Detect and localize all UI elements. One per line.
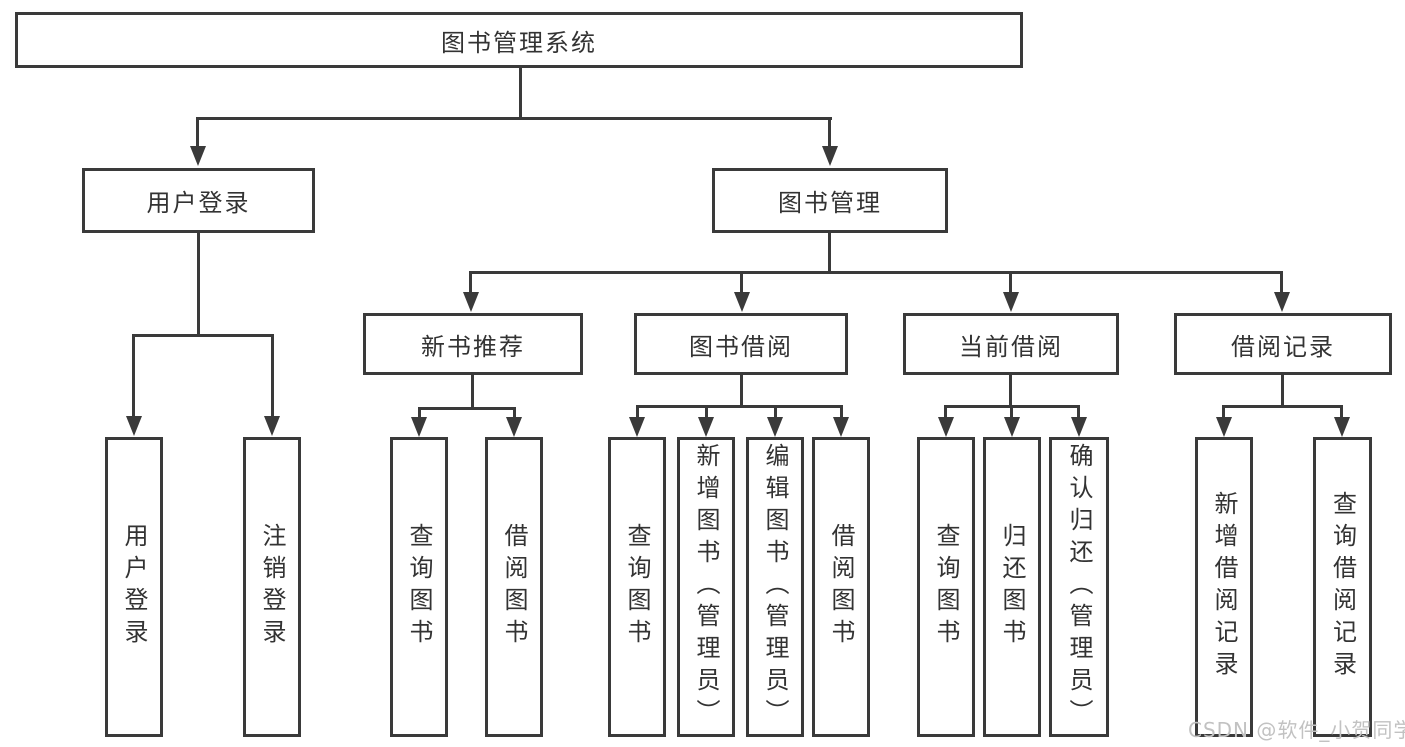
connector-drop-book-management [828,117,831,148]
leaf-query-books-borrow: 查询图书 [608,437,666,737]
node-root-library-system: 图书管理系统 [15,12,1023,68]
connector-drop-current-borrow [1009,271,1012,293]
connector-root-stem [519,68,522,120]
arrowhead-borrow-recommend [506,417,522,437]
node-new-book-recommend: 新书推荐 [363,313,583,375]
connector-drop-add-record [1222,405,1225,419]
leaf-query-books-current: 查询图书 [917,437,975,737]
connector-records-stem [1281,375,1284,408]
leaf-confirm-return-admin: 确认归还（管理员） [1049,437,1109,737]
connector-drop-book-borrow [740,271,743,293]
arrowhead-query-record [1334,417,1350,437]
arrowhead-add-record [1216,417,1232,437]
connector-drop-query-record [1340,405,1343,419]
connector-drop-query-current [944,405,947,419]
leaf-borrow-books-recommend: 借阅图书 [485,437,543,737]
connector-drop-borrow-records [1280,271,1283,293]
arrowhead-current-borrow [1003,292,1019,312]
leaf-user-login: 用户登录 [105,437,163,737]
connector-drop-confirm-return [1077,405,1080,419]
connector-newbook-stem [471,375,474,410]
arrowhead-query-current [938,417,954,437]
arrowhead-borrow-records [1274,292,1290,312]
connector-login-stem [197,233,200,337]
connector-newbook-rail [418,407,516,410]
connector-drop-borrow-recommend [513,407,516,419]
connector-borrow-rail [636,405,843,408]
arrowhead-new-book [463,292,479,312]
arrowhead-book-management [822,146,838,166]
arrowhead-edit-books [767,417,783,437]
arrowhead-leaf-logout [264,416,280,436]
connector-login-rail [132,334,274,337]
arrowhead-borrow-books [833,417,849,437]
leaf-logout: 注销登录 [243,437,301,737]
connector-drop-new-book [469,271,472,293]
connector-drop-leaf-user-login [132,334,135,416]
node-current-borrow: 当前借阅 [903,313,1119,375]
connector-drop-edit-books [774,405,777,419]
arrowhead-book-borrow [734,292,750,312]
arrowhead-return-books [1004,417,1020,437]
connector-borrow-stem [740,375,743,408]
connector-current-stem [1009,375,1012,408]
leaf-query-borrow-record: 查询借阅记录 [1313,437,1372,737]
node-borrow-records: 借阅记录 [1174,313,1392,375]
connector-level3-rail [469,271,1283,274]
connector-mgmt-stem [828,233,831,274]
connector-drop-return-books [1010,405,1013,419]
arrowhead-user-login [190,146,206,166]
connector-records-rail [1222,405,1343,408]
leaf-return-books: 归还图书 [983,437,1041,737]
connector-drop-query-borrow [636,405,639,419]
leaf-query-books-recommend: 查询图书 [390,437,448,737]
connector-drop-add-books [705,405,708,419]
node-book-management: 图书管理 [712,168,948,233]
arrowhead-query-borrow [629,417,645,437]
arrowhead-confirm-return [1071,417,1087,437]
connector-drop-leaf-logout [271,334,274,416]
arrowhead-leaf-user-login [126,416,142,436]
connector-drop-query-recommend [418,407,421,419]
arrowhead-query-recommend [411,417,427,437]
node-book-borrow: 图书借阅 [634,313,848,375]
csdn-watermark: CSDN @软件_小贺同学 [1188,718,1405,742]
connector-level2-rail [196,117,832,120]
leaf-edit-books-admin: 编辑图书（管理员） [746,437,804,737]
connector-drop-user-login [196,117,199,148]
arrowhead-add-books [698,417,714,437]
connector-drop-borrow-books [840,405,843,419]
node-user-login: 用户登录 [82,168,315,233]
leaf-borrow-books: 借阅图书 [812,437,870,737]
leaf-add-borrow-record: 新增借阅记录 [1195,437,1253,737]
leaf-add-books-admin: 新增图书（管理员） [677,437,735,737]
